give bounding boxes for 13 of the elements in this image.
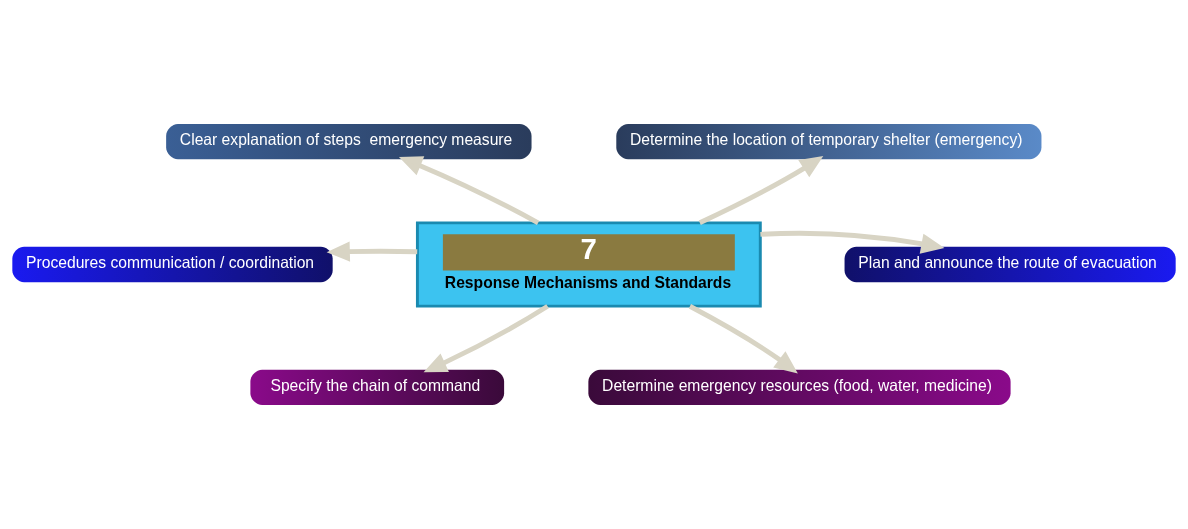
arrow xyxy=(688,304,798,374)
node-box: Determine emergency resources (food, water, medicine) xyxy=(588,369,1011,406)
node-box: Clear explanation of steps emergency measure xyxy=(166,123,532,160)
node-box: 7 Response Mechanisms and Standards xyxy=(415,221,762,308)
node-box: Procedures communication / coordination xyxy=(12,246,333,283)
arrow xyxy=(423,304,549,373)
node-box: Plan and announce the route of evacuation xyxy=(844,246,1176,283)
node-box: Specify the chain of command xyxy=(250,369,505,406)
arrow xyxy=(698,156,824,225)
arrow xyxy=(398,156,540,225)
node-box: Determine the location of temporary shelter (emergency) xyxy=(616,123,1042,160)
arrow xyxy=(326,241,418,262)
arrow xyxy=(760,230,945,254)
